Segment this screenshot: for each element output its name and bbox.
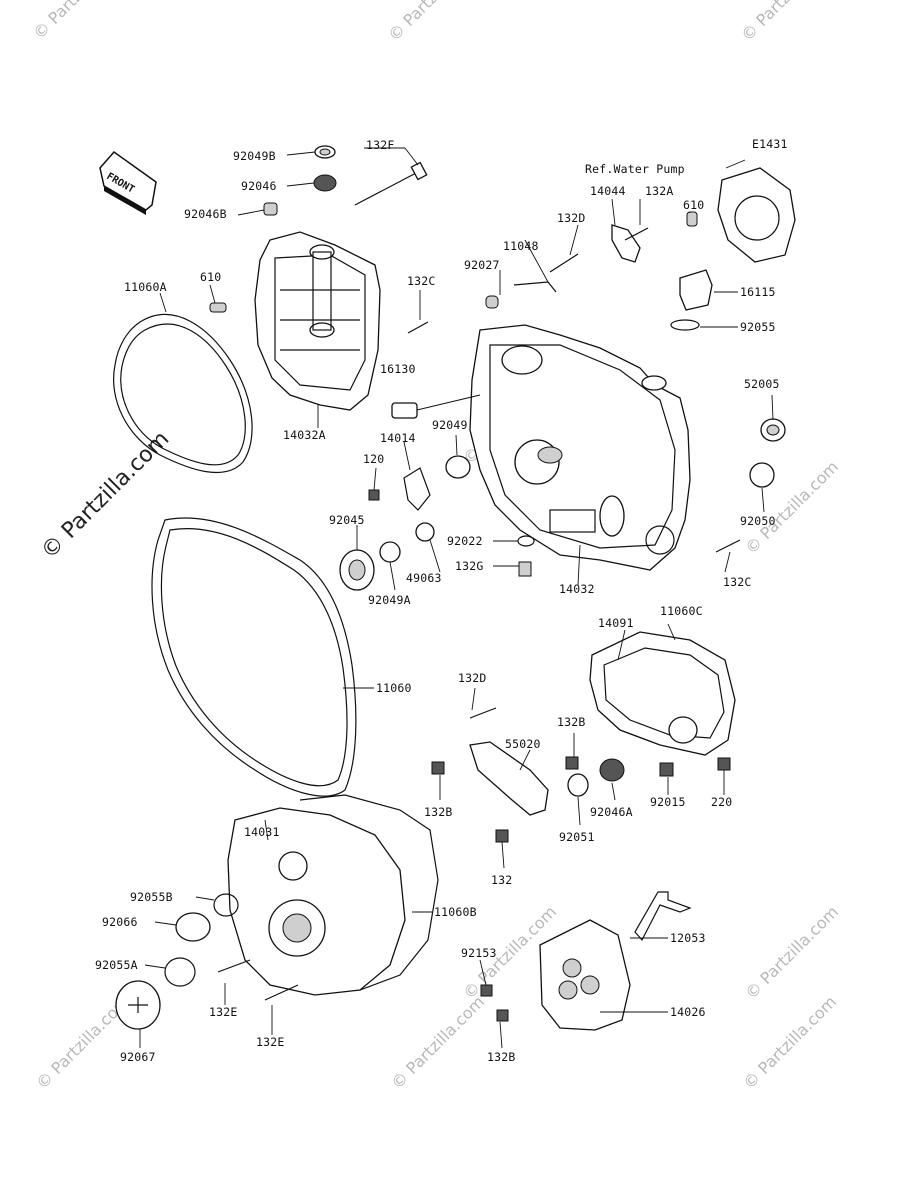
part-label: 120 <box>363 452 384 466</box>
part-label: 11048 <box>503 239 539 253</box>
generator-cover-14031 <box>227 807 406 996</box>
part-label: 14026 <box>670 1005 706 1019</box>
diagram-code: E1431 <box>752 137 788 151</box>
part-label: 92050 <box>740 514 776 528</box>
part-label: 92051 <box>559 830 595 844</box>
part-label: 92045 <box>329 513 365 527</box>
clutch-cover-14032a <box>254 231 381 411</box>
part-label: 11060 <box>376 681 412 695</box>
part-label: 55020 <box>505 737 541 751</box>
gasket-11060 <box>151 517 357 797</box>
part-label: 49063 <box>406 571 442 585</box>
part-label: 132D <box>458 671 487 685</box>
part-label: 92153 <box>461 946 497 960</box>
gasket-11060a <box>113 313 253 474</box>
part-label: 14091 <box>598 616 634 630</box>
part-label: 92049 <box>432 418 468 432</box>
part-label: 92027 <box>464 258 500 272</box>
part-label: 132E <box>256 1035 285 1049</box>
crankcase-cover-14032 <box>469 324 691 571</box>
front-arrow-icon: FRONT <box>99 150 157 215</box>
part-label: 92046B <box>184 207 227 221</box>
part-label: 14014 <box>380 431 416 445</box>
part-label: 132G <box>455 559 484 573</box>
watermark: © Partzilla.com <box>29 0 130 43</box>
part-label: 16130 <box>380 362 416 376</box>
leader-lines <box>139 147 774 1049</box>
part-label: 610 <box>200 270 221 284</box>
part-label: 11060C <box>660 604 703 618</box>
watermark: © Partzilla.com <box>737 0 838 45</box>
part-label: 92049A <box>368 593 411 607</box>
sprocket-cover-14026 <box>539 919 631 1031</box>
part-label: 220 <box>711 795 732 809</box>
part-label: 132C <box>723 575 752 589</box>
part-label: 11060A <box>124 280 167 294</box>
watermark-large: © Partzilla.com <box>37 427 175 565</box>
part-label: 132E <box>209 1005 238 1019</box>
part-label: 92046A <box>590 805 633 819</box>
part-label: 14032A <box>283 428 326 442</box>
part-label: 132D <box>557 211 586 225</box>
part-label: 610 <box>683 198 704 212</box>
part-label: 132A <box>645 184 674 198</box>
part-label: 92055B <box>130 890 173 904</box>
part-label: 132C <box>407 274 436 288</box>
watermark: © Partzilla.com <box>739 992 840 1093</box>
part-label: 12053 <box>670 931 706 945</box>
watermark-layer: © Partzilla.com © Partzilla.com © Partzi… <box>29 0 842 1093</box>
part-label: 52005 <box>744 377 780 391</box>
part-label: 92046 <box>241 179 277 193</box>
part-label: 92015 <box>650 795 686 809</box>
part-label: 132B <box>487 1050 516 1064</box>
part-label: 92067 <box>120 1050 156 1064</box>
part-label: 92049B <box>233 149 276 163</box>
part-labels: 92049B 132F 92046 92046B 610 11060A 1403… <box>95 138 780 1064</box>
part-label: 92055A <box>95 958 138 972</box>
watermark: © Partzilla.com <box>741 902 842 1003</box>
part-label: 92066 <box>102 915 138 929</box>
part-label: 14044 <box>590 184 626 198</box>
part-label: 11060B <box>434 905 477 919</box>
watermark: © Partzilla.com <box>387 992 488 1093</box>
part-label: 132 <box>491 873 512 887</box>
clutch-cover-14091 <box>589 631 736 756</box>
ref-label: Ref.Water Pump <box>585 162 685 176</box>
part-label: 14031 <box>244 825 280 839</box>
part-label: 132F <box>366 138 395 152</box>
watermark: © Partzilla.com <box>384 0 485 45</box>
part-label: 14032 <box>559 582 595 596</box>
part-label: 132B <box>424 805 453 819</box>
part-label: 92022 <box>447 534 483 548</box>
part-label: 132B <box>557 715 586 729</box>
part-label: 16115 <box>740 285 776 299</box>
part-label: 92055 <box>740 320 776 334</box>
